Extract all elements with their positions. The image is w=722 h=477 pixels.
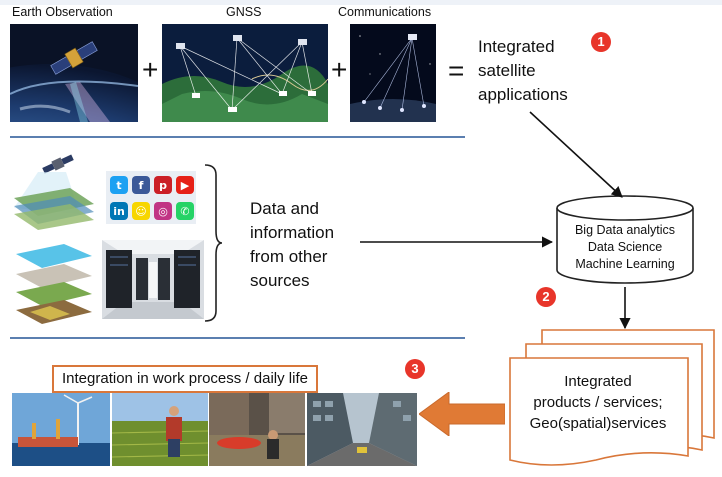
linkedin-icon: in bbox=[110, 202, 128, 220]
whatsapp-icon: ✆ bbox=[176, 202, 194, 220]
instagram-icon: ◎ bbox=[154, 202, 172, 220]
other-line-1: Data and bbox=[250, 199, 319, 218]
youtube-icon: ▶ bbox=[176, 176, 194, 194]
arrow-apps-to-bigdata bbox=[529, 111, 623, 198]
step-badge-3: 3 bbox=[405, 359, 425, 379]
separator-2 bbox=[10, 337, 465, 339]
top-strip bbox=[0, 0, 722, 5]
gnss-image bbox=[162, 24, 328, 122]
result-line-3: applications bbox=[478, 85, 568, 104]
gis-terrain-layers bbox=[10, 240, 96, 328]
facebook-icon: f bbox=[132, 176, 150, 194]
result-line-2: satellite bbox=[478, 61, 536, 80]
other-line-4: sources bbox=[250, 271, 310, 290]
plus-sign-2: + bbox=[331, 54, 348, 85]
wind-turbine-ship-photo bbox=[12, 393, 110, 466]
integration-box: Integration in work process / daily life bbox=[52, 365, 318, 393]
products-label: Integrated products / services; Geo(spat… bbox=[510, 371, 686, 434]
step-badge-1: 1 bbox=[591, 32, 611, 52]
twitter-icon: t bbox=[110, 176, 128, 194]
products-document-stack bbox=[509, 329, 715, 466]
label-gnss: GNSS bbox=[226, 5, 262, 19]
step-badge-2: 2 bbox=[536, 287, 556, 307]
equals-sign: = bbox=[448, 55, 465, 86]
products-line-1: Integrated bbox=[564, 373, 632, 390]
cylinder-line-3: Machine Learning bbox=[575, 257, 675, 271]
separator-1 bbox=[10, 136, 465, 138]
big-data-cylinder bbox=[556, 195, 694, 284]
other-sources-text: Data and information from other sources bbox=[250, 197, 334, 293]
result-line-1: Integrated bbox=[478, 37, 555, 56]
cylinder-label: Big Data analytics Data Science Machine … bbox=[555, 222, 695, 273]
integrated-satellite-applications: Integrated satellite applications bbox=[478, 35, 568, 107]
city-street-photo bbox=[307, 393, 417, 466]
communications-image bbox=[350, 24, 436, 122]
grouping-brace bbox=[204, 164, 223, 322]
farmer-field-photo bbox=[112, 393, 208, 466]
pinterest-icon: p bbox=[154, 176, 172, 194]
products-line-2: products / services; bbox=[533, 394, 663, 411]
cylinder-line-2: Data Science bbox=[587, 240, 663, 254]
data-center-image bbox=[102, 240, 204, 319]
other-line-2: information bbox=[250, 223, 335, 242]
snapchat-icon: ☺ bbox=[132, 202, 150, 220]
other-line-3: from other bbox=[250, 247, 328, 266]
products-line-3: Geo(spatial)services bbox=[529, 415, 667, 432]
satellite-imagery-layers bbox=[10, 148, 96, 230]
earth-observation-image bbox=[10, 24, 138, 122]
plus-sign-1: + bbox=[142, 54, 159, 85]
cylinder-line-1: Big Data analytics bbox=[574, 223, 676, 237]
label-communications: Communications bbox=[338, 5, 432, 19]
label-earth-observation: Earth Observation bbox=[12, 5, 113, 19]
big-left-arrow bbox=[419, 392, 505, 436]
flood-rescue-photo bbox=[209, 393, 305, 466]
